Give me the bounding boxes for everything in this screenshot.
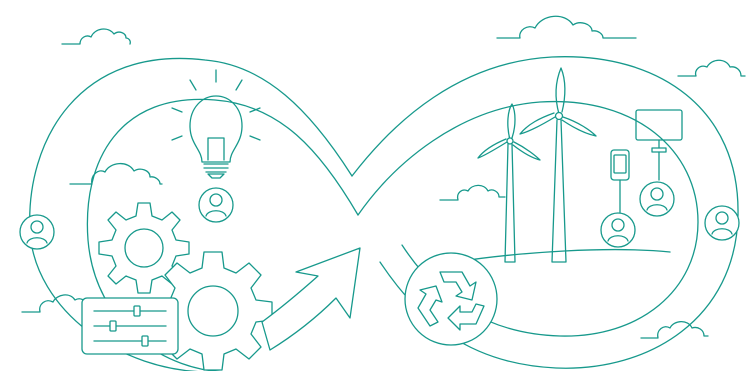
user-avatar-icon xyxy=(639,181,675,217)
recycle-icon xyxy=(404,252,498,346)
smartphone-icon xyxy=(610,149,630,215)
cloud-icon xyxy=(640,320,709,339)
infinity-outer-right xyxy=(351,56,739,369)
lightbulb-icon xyxy=(171,69,261,179)
infinity-inner-right xyxy=(357,100,699,337)
cloud-icon xyxy=(69,162,163,185)
monitor-icon xyxy=(635,109,683,181)
user-avatar-icon xyxy=(19,214,55,250)
avatars xyxy=(19,181,740,250)
user-avatar-icon xyxy=(600,212,636,248)
user-avatar-icon xyxy=(198,187,234,223)
wind-turbine-icon xyxy=(477,103,541,263)
gear-icon xyxy=(98,202,190,294)
devices xyxy=(610,109,683,215)
gears xyxy=(98,202,273,371)
settings-sliders-icon xyxy=(81,297,179,355)
cloud-icon xyxy=(61,28,131,45)
gear-icon xyxy=(153,251,273,371)
wind-turbines xyxy=(477,67,597,263)
cloud-icon xyxy=(677,59,746,77)
user-avatar-icon xyxy=(704,205,740,241)
cloud-icon xyxy=(439,184,506,201)
clouds xyxy=(21,15,746,339)
wind-turbine-icon xyxy=(519,67,597,263)
cloud-icon xyxy=(496,15,637,39)
arrow-icon xyxy=(261,247,361,351)
sun-arc xyxy=(454,248,671,263)
